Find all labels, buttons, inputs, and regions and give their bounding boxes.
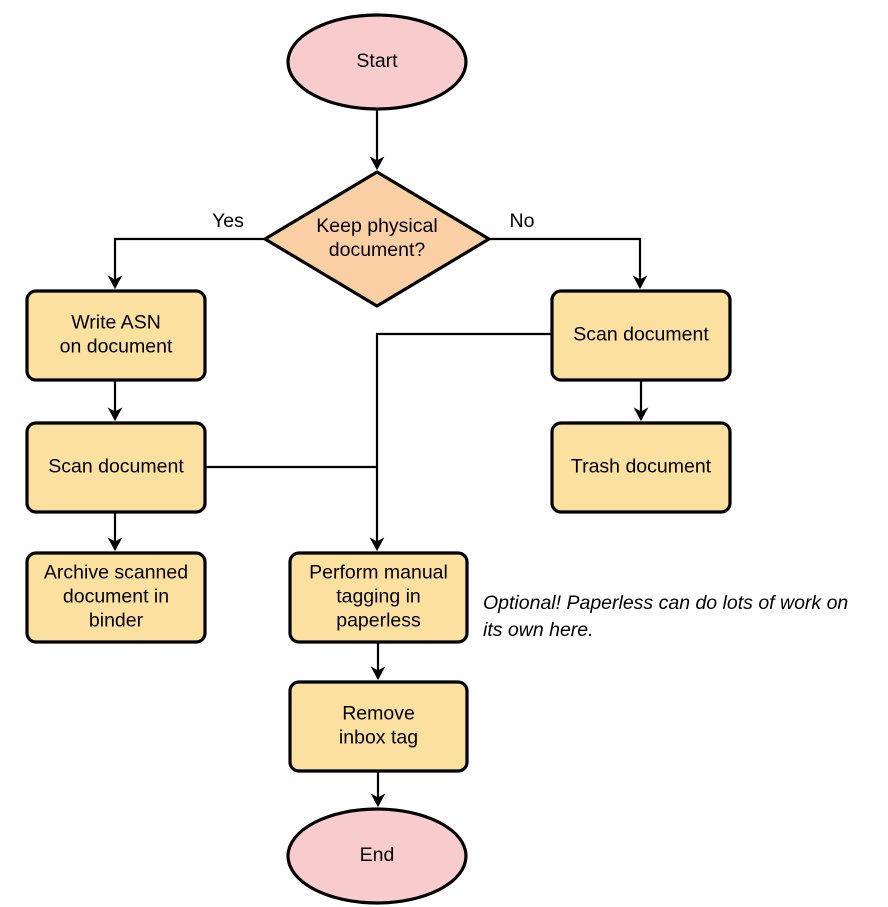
process-shape-archive-binder[interactable] bbox=[25, 551, 207, 644]
edge-label-decision-no-to-scan-right: No bbox=[510, 210, 535, 232]
process-shape-scan-document-left[interactable] bbox=[25, 421, 207, 514]
node-end[interactable]: End bbox=[286, 807, 468, 905]
node-label-scan-document-right: Scan document bbox=[573, 324, 709, 346]
annotation-optional-note: Optional! Paperless can do lots of work … bbox=[483, 592, 848, 641]
process-shape-manual-tagging[interactable] bbox=[288, 551, 469, 644]
edge-scan-right-to-manual-tagging bbox=[369, 332, 552, 552]
edge-path-decision-no-to-scan-right bbox=[490, 237, 648, 290]
terminator-shape-end[interactable] bbox=[286, 807, 468, 905]
edge-path-decision-yes-to-write-asn bbox=[107, 237, 265, 290]
node-scan-document-right[interactable]: Scan document bbox=[550, 289, 732, 382]
node-start[interactable]: Start bbox=[286, 13, 468, 111]
edge-decision-yes-to-write-asn: Yes bbox=[107, 210, 265, 290]
process-shape-trash-document[interactable] bbox=[550, 421, 732, 514]
node-scan-document-left[interactable]: Scan document bbox=[25, 421, 207, 514]
edge-label-decision-yes-to-write-asn: Yes bbox=[212, 210, 244, 232]
edge-path-scan-right-to-manual-tagging bbox=[369, 332, 552, 552]
notes-layer: Optional! Paperless can do lots of work … bbox=[483, 592, 848, 641]
edges-layer: Yes No bbox=[107, 110, 649, 808]
node-label-trash-document: Trash document bbox=[571, 456, 712, 478]
process-shape-remove-inbox-tag[interactable] bbox=[288, 680, 469, 773]
process-shape-scan-document-right[interactable] bbox=[550, 289, 732, 382]
process-shape-write-asn[interactable] bbox=[25, 289, 207, 382]
node-label-end: End bbox=[360, 844, 395, 866]
decision-shape-keep-physical[interactable] bbox=[263, 170, 491, 308]
terminator-shape-start[interactable] bbox=[286, 13, 468, 111]
node-label-scan-document-left: Scan document bbox=[48, 456, 184, 478]
edge-decision-no-to-scan-right: No bbox=[490, 210, 648, 290]
node-label-start: Start bbox=[356, 50, 398, 72]
node-trash-document[interactable]: Trash document bbox=[550, 421, 732, 514]
